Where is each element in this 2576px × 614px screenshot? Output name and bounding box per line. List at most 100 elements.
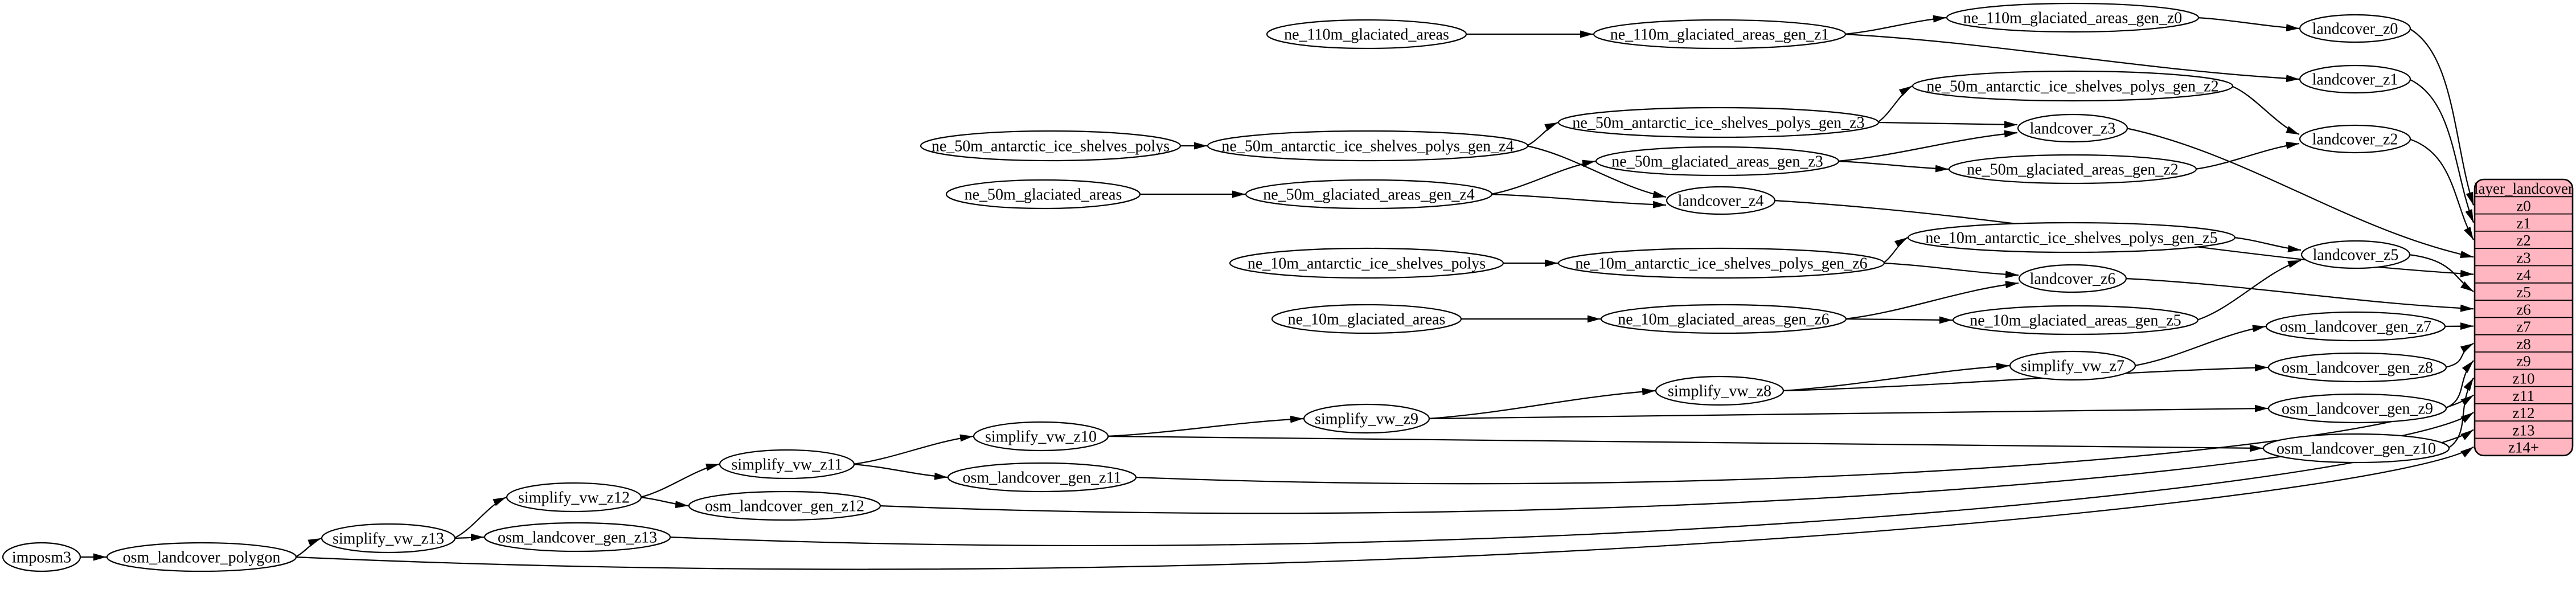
layer-row-label-z1: z1 (2516, 215, 2530, 232)
simplify_vw_z13-label: simplify_vw_z13 (333, 530, 444, 548)
edge-ne_10m_antarctic_ice_shelves_polys_gen_z6-to-landcover_z6 (1883, 263, 2019, 275)
layer-row-z13: z13 (2513, 421, 2535, 439)
layer-row-label-z10: z10 (2513, 370, 2535, 387)
landcover_z6-label: landcover_z6 (2030, 271, 2116, 288)
ne_50m_antarctic_ice_shelves_polys_gen_z2-label: ne_50m_antarctic_ice_shelves_polys_gen_z… (1926, 78, 2218, 96)
node-ne_50m_antarctic_ice_shelves_polys_gen_z4: ne_50m_antarctic_ice_shelves_polys_gen_z… (1208, 131, 1528, 161)
layer-row-z0: z0 (2516, 197, 2530, 214)
edge-simplify_vw_z9-to-osm_landcover_gen_z9 (1428, 408, 2268, 419)
node-landcover_z2: landcover_z2 (2300, 125, 2410, 153)
layer-row-label-z9: z9 (2516, 353, 2530, 370)
node-ne_110m_glaciated_areas_gen_z0: ne_110m_glaciated_areas_gen_z0 (1947, 3, 2198, 32)
osm_landcover_gen_z10-label: osm_landcover_gen_z10 (2276, 440, 2436, 458)
ne_10m_antarctic_ice_shelves_polys_gen_z6-label: ne_10m_antarctic_ice_shelves_polys_gen_z… (1575, 255, 1867, 273)
layer-row-label-z12: z12 (2513, 404, 2535, 421)
node-ne_50m_antarctic_ice_shelves_polys: ne_50m_antarctic_ice_shelves_polys (921, 131, 1180, 161)
layer-row-z11: z11 (2513, 387, 2534, 404)
nodes: ne_110m_glaciated_areas ne_110m_glaciated… (3, 3, 2449, 571)
simplify_vw_z12-label: simplify_vw_z12 (518, 489, 630, 507)
layer-row-z5: z5 (2516, 284, 2530, 301)
node-ne_10m_antarctic_ice_shelves_polys: ne_10m_antarctic_ice_shelves_polys (1230, 248, 1503, 278)
edge-simplify_vw_z8-to-simplify_vw_z7 (1782, 366, 2009, 391)
ne_50m_antarctic_ice_shelves_polys-label: ne_50m_antarctic_ice_shelves_polys (932, 138, 1170, 155)
node-simplify_vw_z13: simplify_vw_z13 (322, 524, 455, 552)
edge-ne_10m_antarctic_ice_shelves_polys_gen_z6-to-ne_10m_antarctic_ice_shelves_polys_gen_z5 (1883, 238, 1908, 263)
edge-ne_10m_glaciated_areas_gen_z5-to-landcover_z5 (2197, 260, 2301, 320)
imposm3-label: imposm3 (12, 549, 71, 567)
edge-landcover_z5-to-layer_landcover:z5 (2409, 255, 2474, 292)
node-imposm3: imposm3 (3, 543, 80, 571)
edge-ne_50m_glaciated_areas_gen_z4-to-ne_50m_glaciated_areas_gen_z3 (1491, 161, 1595, 194)
edge-landcover_z6-to-layer_landcover:z6 (2125, 279, 2474, 309)
edge-ne_50m_antarctic_ice_shelves_polys_gen_z2-to-landcover_z2 (2232, 86, 2299, 134)
node-simplify_vw_z7: simplify_vw_z7 (2010, 351, 2135, 380)
edge-simplify_vw_z12-to-osm_landcover_gen_z12 (640, 497, 688, 506)
landcover_z2-label: landcover_z2 (2312, 131, 2398, 149)
ne_110m_glaciated_areas_gen_z1-label: ne_110m_glaciated_areas_gen_z1 (1610, 26, 1830, 44)
node-ne_50m_antarctic_ice_shelves_polys_gen_z3: ne_50m_antarctic_ice_shelves_polys_gen_z… (1558, 108, 1878, 137)
node-simplify_vw_z11: simplify_vw_z11 (720, 450, 854, 478)
landcover_z5-label: landcover_z5 (2313, 247, 2399, 264)
layer-row-label-z5: z5 (2516, 284, 2530, 301)
node-simplify_vw_z9: simplify_vw_z9 (1304, 404, 1429, 433)
layer-row-z1: z1 (2516, 215, 2530, 232)
node-osm_landcover_polygon: osm_landcover_polygon (107, 543, 296, 571)
layer-table-layer_landcover: layer_landcoverz0z1z2z3z4z5z6z7z8z9z10z1… (2474, 179, 2573, 456)
ne_110m_glaciated_areas_gen_z0-label: ne_110m_glaciated_areas_gen_z0 (1963, 10, 2183, 27)
edge-osm_landcover_gen_z8-to-layer_landcover:z8 (2445, 343, 2474, 367)
edge-simplify_vw_z7-to-osm_landcover_gen_z7 (2134, 326, 2266, 366)
node-ne_50m_glaciated_areas_gen_z2: ne_50m_glaciated_areas_gen_z2 (1949, 155, 2196, 183)
node-ne_110m_glaciated_areas: ne_110m_glaciated_areas (1267, 20, 1466, 48)
layer-row-label-z8: z8 (2516, 335, 2530, 353)
node-osm_landcover_gen_z8: osm_landcover_gen_z8 (2269, 353, 2446, 382)
edge-ne_10m_glaciated_areas_gen_z6-to-ne_10m_glaciated_areas_gen_z5 (1845, 319, 1952, 320)
edge-osm_landcover_polygon-to-layer_landcover:z14+ (295, 447, 2474, 570)
osm_landcover_gen_z12-label: osm_landcover_gen_z12 (705, 498, 864, 515)
node-ne_10m_glaciated_areas_gen_z6: ne_10m_glaciated_areas_gen_z6 (1601, 305, 1846, 333)
edge-landcover_z0-to-layer_landcover:z0 (2409, 28, 2474, 205)
simplify_vw_z7-label: simplify_vw_z7 (2021, 358, 2124, 375)
simplify_vw_z10-label: simplify_vw_z10 (985, 428, 1097, 446)
osm_landcover_polygon-label: osm_landcover_polygon (123, 549, 281, 567)
landcover_z4-label: landcover_z4 (1678, 193, 1764, 210)
landcover_z0-label: landcover_z0 (2312, 21, 2398, 38)
edge-simplify_vw_z10-to-simplify_vw_z9 (1107, 419, 1303, 436)
edge-ne_10m_antarctic_ice_shelves_polys_gen_z5-to-landcover_z5 (2234, 238, 2301, 250)
ne_50m_glaciated_areas-label: ne_50m_glaciated_areas (965, 186, 1122, 204)
ne_50m_glaciated_areas_gen_z4-label: ne_50m_glaciated_areas_gen_z4 (1263, 186, 1475, 204)
layer-row-label-z6: z6 (2516, 301, 2530, 318)
ne_10m_glaciated_areas_gen_z5-label: ne_10m_glaciated_areas_gen_z5 (1970, 312, 2181, 330)
edge-osm_landcover_gen_z9-to-layer_landcover:z9 (2445, 361, 2474, 408)
layer-row-label-z11: z11 (2513, 387, 2534, 404)
node-landcover_z4: landcover_z4 (1667, 187, 1775, 214)
layer-row-z3: z3 (2516, 249, 2530, 266)
node-ne_10m_antarctic_ice_shelves_polys_gen_z6: ne_10m_antarctic_ice_shelves_polys_gen_z… (1558, 248, 1884, 278)
edge-ne_110m_glaciated_areas_gen_z1-to-ne_110m_glaciated_areas_gen_z0 (1844, 18, 1946, 34)
layer-row-label-z0: z0 (2516, 197, 2530, 214)
layer-row-z9: z9 (2516, 353, 2530, 370)
layer-row-label-z4: z4 (2516, 267, 2531, 284)
node-landcover_z3: landcover_z3 (2018, 114, 2127, 142)
edge-landcover_z1-to-layer_landcover:z1 (2409, 79, 2474, 223)
ne_50m_glaciated_areas_gen_z2-label: ne_50m_glaciated_areas_gen_z2 (1967, 161, 2179, 179)
layer-row-z4: z4 (2516, 267, 2531, 284)
layer-row-z12: z12 (2513, 404, 2535, 421)
node-simplify_vw_z10: simplify_vw_z10 (974, 422, 1108, 451)
node-ne_50m_glaciated_areas_gen_z4: ne_50m_glaciated_areas_gen_z4 (1246, 180, 1492, 208)
layer-table-header: layer_landcover (2474, 180, 2573, 197)
layer-row-z7: z7 (2516, 318, 2530, 335)
node-ne_10m_glaciated_areas_gen_z5: ne_10m_glaciated_areas_gen_z5 (1953, 306, 2198, 334)
node-landcover_z1: landcover_z1 (2300, 66, 2410, 93)
node-osm_landcover_gen_z12: osm_landcover_gen_z12 (689, 492, 880, 520)
simplify_vw_z9-label: simplify_vw_z9 (1315, 411, 1418, 428)
layer-row-label-z14+: z14+ (2508, 439, 2539, 456)
ne_50m_antarctic_ice_shelves_polys_gen_z4-label: ne_50m_antarctic_ice_shelves_polys_gen_z… (1221, 138, 1513, 155)
edge-ne_50m_glaciated_areas_gen_z4-to-landcover_z4 (1491, 194, 1666, 205)
edge-simplify_vw_z9-to-simplify_vw_z8 (1428, 391, 1655, 419)
node-landcover_z6: landcover_z6 (2019, 265, 2126, 292)
ne_110m_glaciated_areas-label: ne_110m_glaciated_areas (1284, 26, 1449, 44)
layer-row-z8: z8 (2516, 335, 2530, 353)
layer-row-z14+: z14+ (2508, 439, 2539, 456)
